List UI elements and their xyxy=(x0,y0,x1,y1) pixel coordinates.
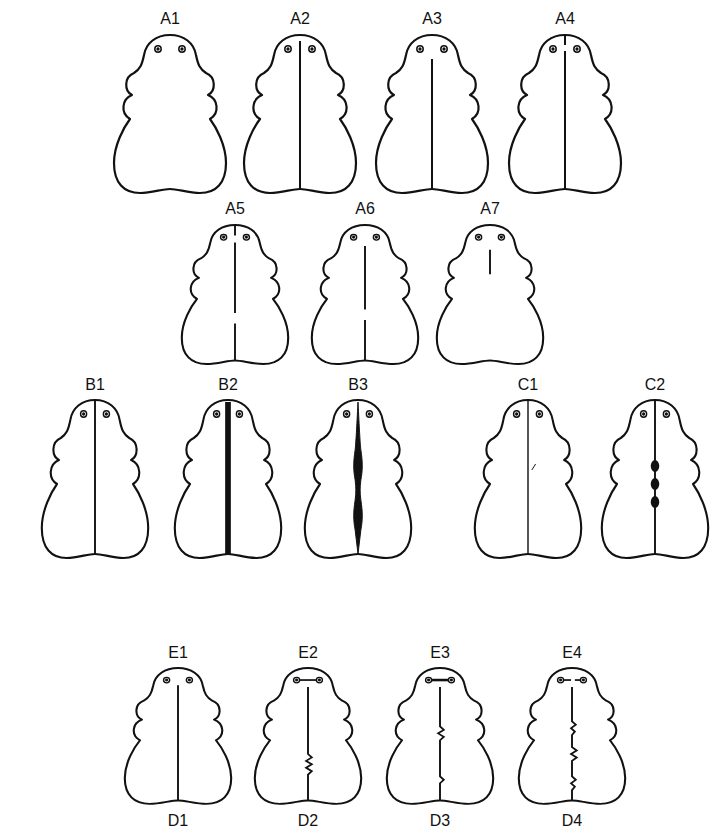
figure-label: B1 xyxy=(85,376,105,394)
frog-outline xyxy=(376,35,488,193)
figure-label: D4 xyxy=(562,812,582,830)
figure-label: A1 xyxy=(160,10,180,28)
figure-label: A5 xyxy=(225,200,245,218)
figure-label: E2 xyxy=(298,644,318,662)
figure-label: E3 xyxy=(430,644,450,662)
figure-label: C1 xyxy=(518,376,538,394)
figure-label: B2 xyxy=(218,376,238,394)
frog-outline xyxy=(125,668,231,804)
figure-label: D3 xyxy=(430,812,450,830)
figure-label: A7 xyxy=(480,200,500,218)
frog-outline xyxy=(255,668,361,804)
frog-outline xyxy=(437,225,543,364)
frog-outline xyxy=(475,400,581,558)
frog-outline xyxy=(305,400,411,558)
figure-label: A6 xyxy=(355,200,375,218)
figure-label: A3 xyxy=(422,10,442,28)
figure-label: D2 xyxy=(298,812,318,830)
frog-outline xyxy=(519,668,625,804)
frog-outline xyxy=(244,35,356,193)
frog-outline xyxy=(114,35,226,193)
frog-outline xyxy=(182,225,288,364)
figure-label: D1 xyxy=(168,812,188,830)
figure-label: B3 xyxy=(348,376,368,394)
frog-outline xyxy=(387,668,493,804)
frog-outline xyxy=(312,225,418,364)
figure-label: A2 xyxy=(290,10,310,28)
figure-label: E4 xyxy=(562,644,582,662)
frog-outline xyxy=(42,400,148,558)
frog-outline xyxy=(175,400,281,558)
figure-label: A4 xyxy=(555,10,575,28)
figure-label: E1 xyxy=(168,644,188,662)
frog-outline xyxy=(509,35,621,193)
figure-label: C2 xyxy=(645,376,665,394)
frog-outline xyxy=(602,400,708,558)
